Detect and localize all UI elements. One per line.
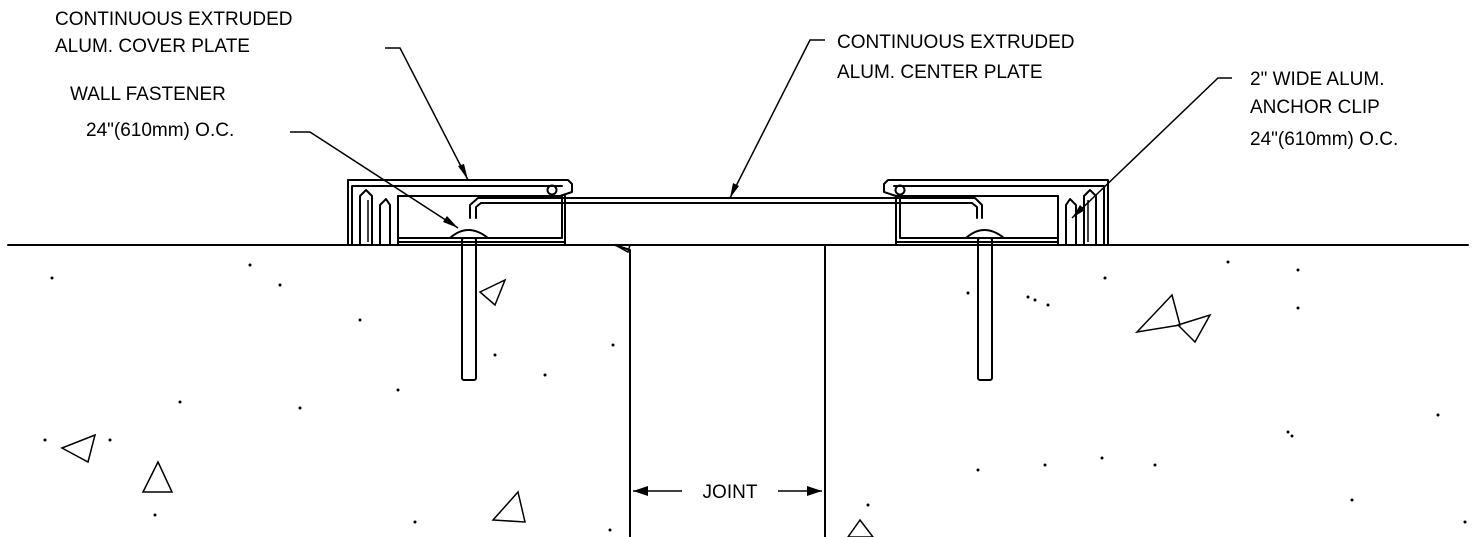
anchor-clip-line2: ANCHOR CLIP bbox=[1250, 97, 1380, 118]
anchor-clip-line1: 2" WIDE ALUM. bbox=[1250, 69, 1385, 90]
joint-label: JOINT bbox=[703, 482, 758, 503]
callout-center-plate: CONTINUOUS EXTRUDED ALUM. CENTER PLATE bbox=[837, 32, 1075, 83]
cover-plate-line2: ALUM. COVER PLATE bbox=[55, 36, 250, 57]
left-cover-plate bbox=[347, 179, 573, 246]
center-plate-line1: CONTINUOUS EXTRUDED bbox=[837, 32, 1075, 53]
joint-dimension: JOINT bbox=[633, 482, 822, 503]
left-slab-edge bbox=[614, 244, 631, 537]
callout-cover-plate: CONTINUOUS EXTRUDED ALUM. COVER PLATE bbox=[55, 9, 293, 57]
right-wall-fastener bbox=[965, 229, 1005, 381]
anchor-clip-line3: 24"(610mm) O.C. bbox=[1250, 129, 1398, 150]
callout-anchor-clip: 2" WIDE ALUM. ANCHOR CLIP 24"(610mm) O.C… bbox=[1250, 69, 1398, 150]
concrete-aggregate bbox=[43, 244, 1467, 537]
wall-fastener-line1: WALL FASTENER bbox=[70, 84, 226, 105]
callout-wall-fastener: WALL FASTENER 24"(610mm) O.C. bbox=[70, 84, 234, 141]
right-cover-plate bbox=[883, 179, 1109, 246]
cover-plate-line1: CONTINUOUS EXTRUDED bbox=[55, 9, 293, 30]
wall-fastener-line2: 24"(610mm) O.C. bbox=[86, 120, 234, 141]
center-plate-line2: ALUM. CENTER PLATE bbox=[837, 62, 1043, 83]
leader-lines bbox=[290, 39, 1232, 229]
center-plate bbox=[469, 197, 983, 219]
left-wall-fastener bbox=[449, 229, 489, 381]
